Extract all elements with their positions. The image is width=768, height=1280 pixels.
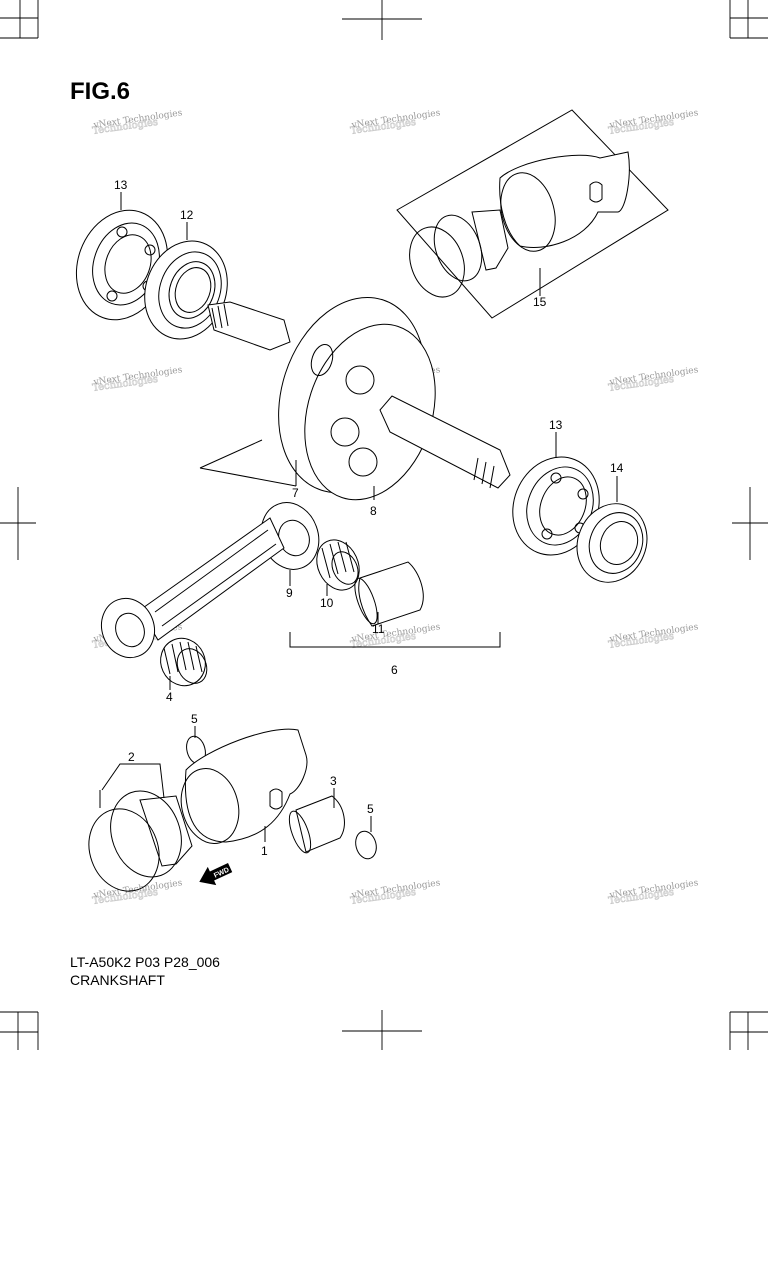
fwd-arrow-icon: FWD <box>199 863 233 886</box>
callout-10: 10 <box>320 596 334 610</box>
diagram-code: LT-A50K2 P03 P28_006 <box>70 954 220 970</box>
callout-5-right: 5 <box>367 802 374 816</box>
callout-13-upper: 13 <box>114 178 128 192</box>
diagram-name: CRANKSHAFT <box>70 972 165 988</box>
callout-14: 14 <box>610 461 624 475</box>
callout-5-left: 5 <box>191 712 198 726</box>
figure-title: FIG.6 <box>70 78 131 105</box>
needle-bearing-4 <box>160 637 208 687</box>
callout-2: 2 <box>128 750 135 764</box>
callout-15: 15 <box>533 295 547 309</box>
callout-6: 6 <box>391 663 398 677</box>
callout-9: 9 <box>286 586 293 600</box>
needle-bearing-10 <box>316 539 360 591</box>
registration-marks <box>0 0 768 1050</box>
piston-assembly-lower <box>88 728 377 892</box>
piston-kit-15 <box>396 109 669 319</box>
leader-lines <box>120 192 618 842</box>
callout-12: 12 <box>180 208 194 222</box>
callout-13-lower: 13 <box>549 418 563 432</box>
callout-8: 8 <box>370 504 377 518</box>
bracket-6 <box>289 632 501 648</box>
oil-seal-12 <box>144 240 228 340</box>
connecting-rod-9 <box>101 502 320 659</box>
callout-4: 4 <box>166 690 173 704</box>
crankshaft-assembly <box>199 296 511 501</box>
callout-7: 7 <box>292 486 299 500</box>
callout-3: 3 <box>330 774 337 788</box>
oil-seal-14 <box>576 503 648 583</box>
callout-1: 1 <box>261 844 268 858</box>
callouts: 13 12 15 7 8 13 14 9 10 11 6 4 5 2 3 5 1 <box>114 178 624 858</box>
fwd-label: FWD <box>213 867 230 880</box>
callout-11: 11 <box>372 622 385 636</box>
crank-pin-11 <box>354 561 424 627</box>
